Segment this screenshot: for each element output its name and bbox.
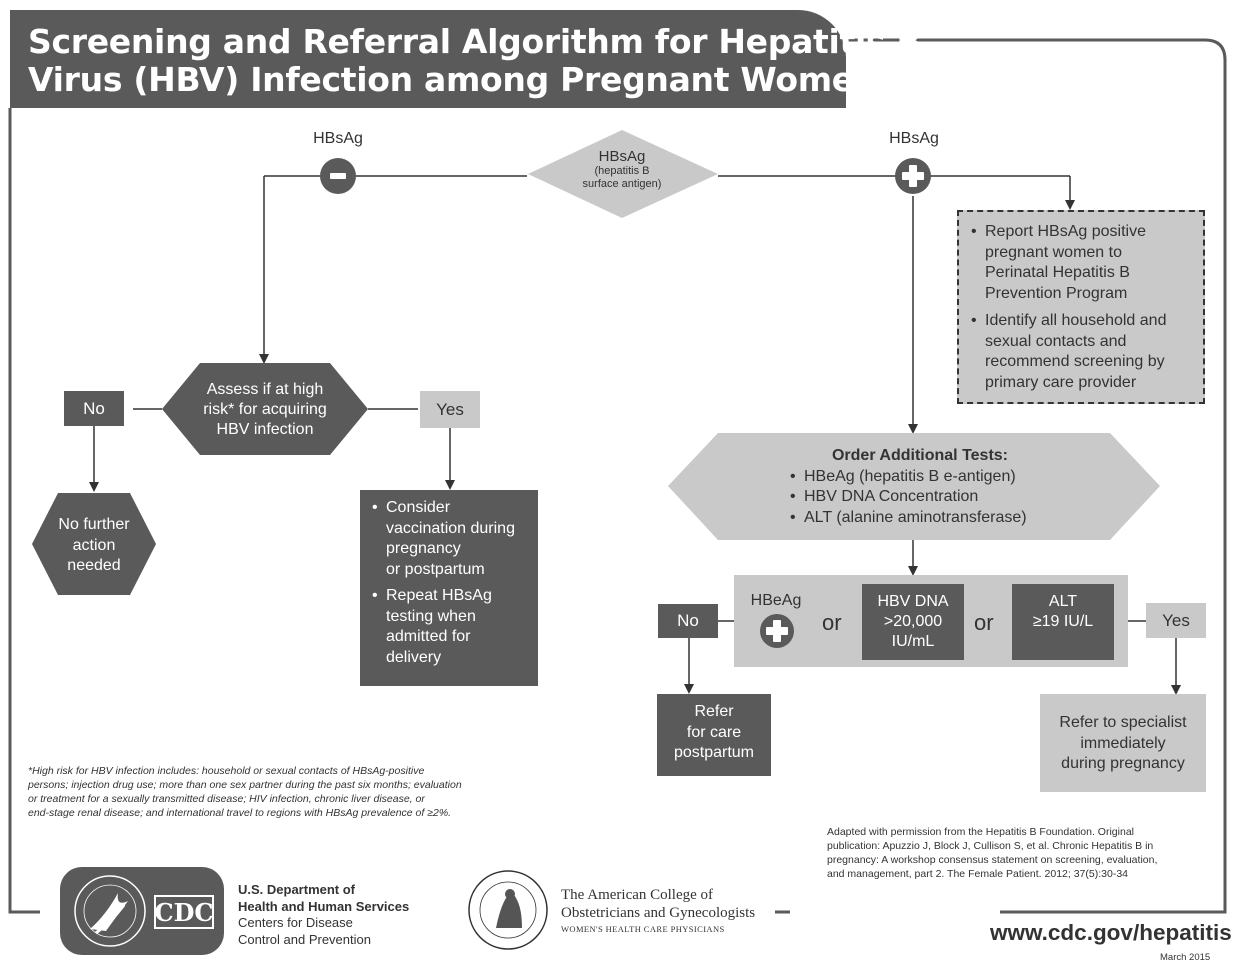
refer-specialist-box: Refer to specialist immediately during p… xyxy=(1040,694,1206,792)
title-bar xyxy=(10,10,846,108)
order-test-item: ALT (alanine aminotransferase) xyxy=(788,508,1060,529)
hhs-cdc-logo: CDC xyxy=(60,867,224,955)
hbsag-test-sub2: surface antigen) xyxy=(582,178,662,190)
plus-circle-icon xyxy=(760,614,794,648)
no-label-right: No xyxy=(658,604,718,638)
footnote: *High risk for HBV infection includes: h… xyxy=(28,765,462,819)
report-item-1: Report HBsAg positive pregnant women to … xyxy=(969,222,1195,304)
date-text: March 2015 xyxy=(1160,952,1211,963)
hbsag-diamond xyxy=(528,130,718,218)
cdc-logo-text: CDC xyxy=(154,895,214,929)
hbeag-label: HBeAg xyxy=(750,592,802,609)
frame-right xyxy=(846,38,1227,914)
title-line-2: Virus (HBV) Infection among Pregnant Wom… xyxy=(28,60,878,99)
risk-assessment-text: Assess if at high risk* for acquiring HB… xyxy=(203,381,327,438)
acog-seal-icon xyxy=(468,870,548,950)
consider-item-1: Consider vaccination during pregnancy or… xyxy=(370,498,532,580)
website-link[interactable]: www.cdc.gov/hepatitis xyxy=(990,920,1232,945)
hbsag-test-name: HBsAg xyxy=(598,148,646,165)
order-test-item: HBeAg (hepatitis B e-antigen) xyxy=(788,467,1060,488)
plus-circle-icon xyxy=(895,158,931,194)
hbsag-test-sub1: (hepatitis B xyxy=(594,165,650,177)
title-line-1: Screening and Referral Algorithm for Hep… xyxy=(28,22,922,61)
positive-label: HBsAg xyxy=(889,130,939,147)
no-label-left: No xyxy=(64,391,124,426)
yes-label-right: Yes xyxy=(1146,603,1206,638)
hhs-eagle-icon xyxy=(74,875,146,947)
yes-label-left: Yes xyxy=(420,391,480,428)
order-tests-text: Order Additional Tests: HBeAg (hepatitis… xyxy=(790,446,1060,528)
adapted-credit: Adapted with permission from the Hepatit… xyxy=(827,826,1158,880)
frame-left xyxy=(8,108,40,914)
no-further-text: No further action needed xyxy=(58,516,130,574)
no-further-hexagon xyxy=(32,493,156,595)
acog-text: The American College of Obstetricians an… xyxy=(561,887,756,934)
or-text-1: or xyxy=(822,610,842,635)
order-tests-heading: Order Additional Tests: xyxy=(831,447,1008,464)
consider-item-2: Repeat HBsAg testing when admitted for d… xyxy=(370,586,532,668)
or-text-2: or xyxy=(974,610,994,635)
alt-box: ALT ≥19 IU/L xyxy=(1012,584,1114,660)
hbsag-test-text: HBsAg (hepatitis B surface antigen) xyxy=(560,148,684,191)
refer-postpartum-box: Refer for care postpartum xyxy=(657,694,771,776)
report-box: Report HBsAg positive pregnant women to … xyxy=(957,210,1205,404)
consider-box: Consider vaccination during pregnancy or… xyxy=(360,490,538,686)
hhs-text: U.S. Department of Health and Human Serv… xyxy=(238,882,410,947)
hbv-dna-box: HBV DNA >20,000 IU/mL xyxy=(862,584,964,660)
risk-hexagon xyxy=(162,363,368,455)
minus-circle-icon xyxy=(320,158,356,194)
order-test-item: HBV DNA Concentration xyxy=(788,487,1060,508)
negative-label: HBsAg xyxy=(313,130,363,147)
report-item-2: Identify all household and sexual contac… xyxy=(969,311,1195,393)
